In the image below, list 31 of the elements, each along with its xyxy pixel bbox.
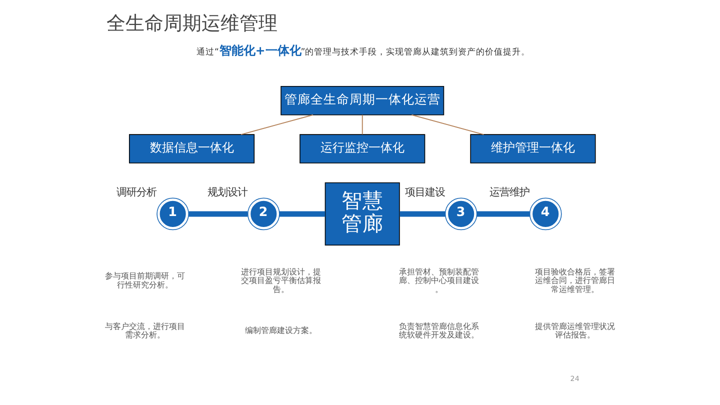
connector [476,211,530,217]
node-box: 数据信息一体化 [128,134,255,164]
node-circle: 3 [444,198,478,230]
node-label: 调研分析 [116,186,156,198]
diagram-title: 全生命周期运维管理 [106,12,278,35]
label: 承担管材、预制装配管廊、控制中心项目建设。 [398,267,479,294]
label: 24 [570,374,580,384]
label: 通过“智能化+一体化”的管理与技术手段，实现管廊从建筑到资产的价值提升。 [196,43,530,58]
label: 与客户交流，进行项目需求分析。 [105,322,186,340]
connector [279,211,326,217]
node-box: 维护管理一体化 [470,134,596,164]
node-box: 运行监控一体化 [300,134,426,164]
node-circle: 4 [529,198,562,230]
node-circle: 1 [156,198,190,230]
node-label: 规划设计 [207,186,248,198]
label: 参与项目前期调研，可行性研究分析。 [105,272,186,290]
node-label: 运营维护 [489,186,530,198]
node-circle: 2 [247,198,280,230]
label: 进行项目规划设计，提交项目盈亏平衡估算报告。 [241,267,322,294]
connector [240,114,314,136]
connector [362,114,363,135]
node-label: 项目建设 [404,186,445,198]
connector [411,114,484,136]
node-box: 管廊全生命周期一体化运营 [280,86,444,116]
label: 提供管廊运维管理状况评估报告。 [534,322,615,340]
node-box: 智慧管廊 [324,182,400,246]
connector [400,211,446,217]
label: 项目验收合格后，签署运维合同，进行管廊日常运维管理。 [534,267,615,294]
label: 负责智慧管廊信息化系统软硬件开发及建设。 [398,322,479,340]
connector [188,211,248,217]
label: 编制管廊建设方案。 [245,326,318,336]
